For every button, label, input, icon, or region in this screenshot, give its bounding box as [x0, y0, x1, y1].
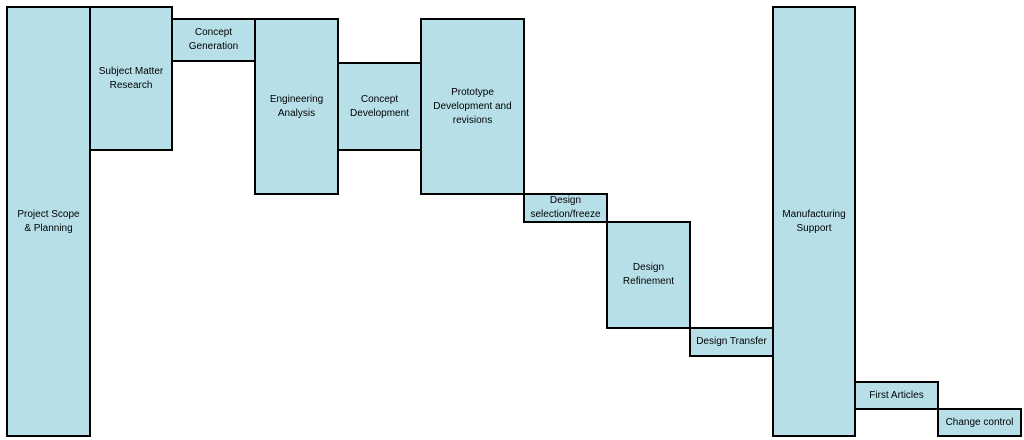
phase-concept-development: Concept Development [337, 62, 422, 151]
phase-project-scope-planning: Project Scope & Planning [6, 6, 91, 437]
phase-label: Design Refinement [622, 262, 675, 287]
phase-design-refinement: Design Refinement [606, 221, 691, 329]
phase-concept-generation: Concept Generation [171, 18, 256, 62]
phase-engineering-analysis: Engineering Analysis [254, 18, 339, 195]
phase-label: Concept Development [350, 93, 409, 119]
phase-label: Design selection/freeze [530, 195, 601, 220]
phase-change-control: Change control [937, 408, 1022, 437]
phase-label: Project Scope & Planning [17, 208, 80, 234]
phase-first-articles: First Articles [854, 381, 939, 410]
phase-design-selection-freeze: Design selection/freeze [523, 193, 608, 223]
phase-design-transfer: Design Transfer [689, 327, 774, 357]
phase-prototype-development: Prototype Development and revisions [420, 18, 525, 195]
phase-manufacturing-support: Manufacturing Support [772, 6, 856, 437]
phase-label: Design Transfer [696, 336, 767, 347]
phase-label: Concept Generation [188, 27, 239, 52]
phase-label: Subject Matter Research [98, 65, 164, 91]
phase-label: First Articles [869, 389, 924, 401]
phase-subject-matter-research: Subject Matter Research [89, 6, 173, 151]
phase-label: Manufacturing Support [782, 209, 846, 234]
phase-label: Change control [945, 416, 1014, 428]
phase-label: Engineering Analysis [269, 93, 324, 119]
phase-label: Prototype Development and revisions [433, 87, 512, 126]
